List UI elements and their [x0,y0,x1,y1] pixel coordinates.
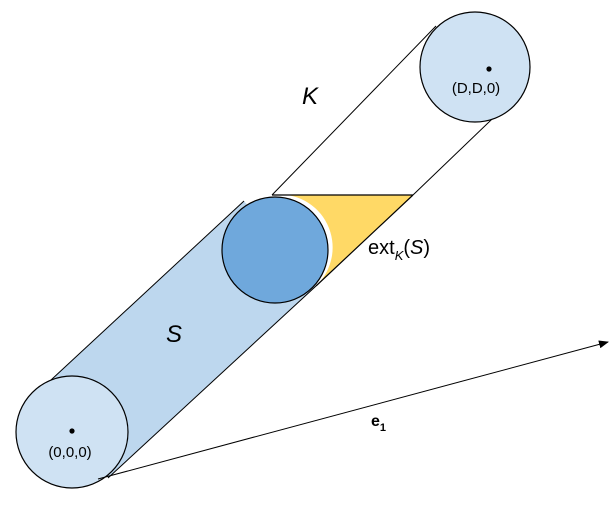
extension-label-main: ext [368,237,395,259]
origin-label: (0,0,0) [48,444,91,461]
extension-label-open-paren: ( [403,237,410,259]
extension-label: extK(S) [368,237,430,263]
e1-label-subscript: 1 [380,422,386,434]
far-center-dot [486,66,492,72]
k-label: K [302,83,319,110]
extension-label-argument: S [410,237,424,259]
middle-ball [221,196,329,304]
extension-region [272,194,413,286]
s-label: S [166,321,182,348]
extension-label-subscript: K [395,248,405,263]
far-point-label: (D,D,0) [452,80,500,97]
k-upper-boundary [271,25,437,196]
e1-label-main: e [371,413,380,430]
extension-label-close-paren: ) [423,237,430,259]
extension-diagonal-edge [315,194,414,287]
s-lower-boundary [107,285,317,479]
far-ball [419,11,531,123]
s-upper-boundary [50,200,245,381]
e1-label: e1 [371,413,386,434]
origin-center-dot [69,428,75,434]
e1-vector-arrow [97,340,609,480]
